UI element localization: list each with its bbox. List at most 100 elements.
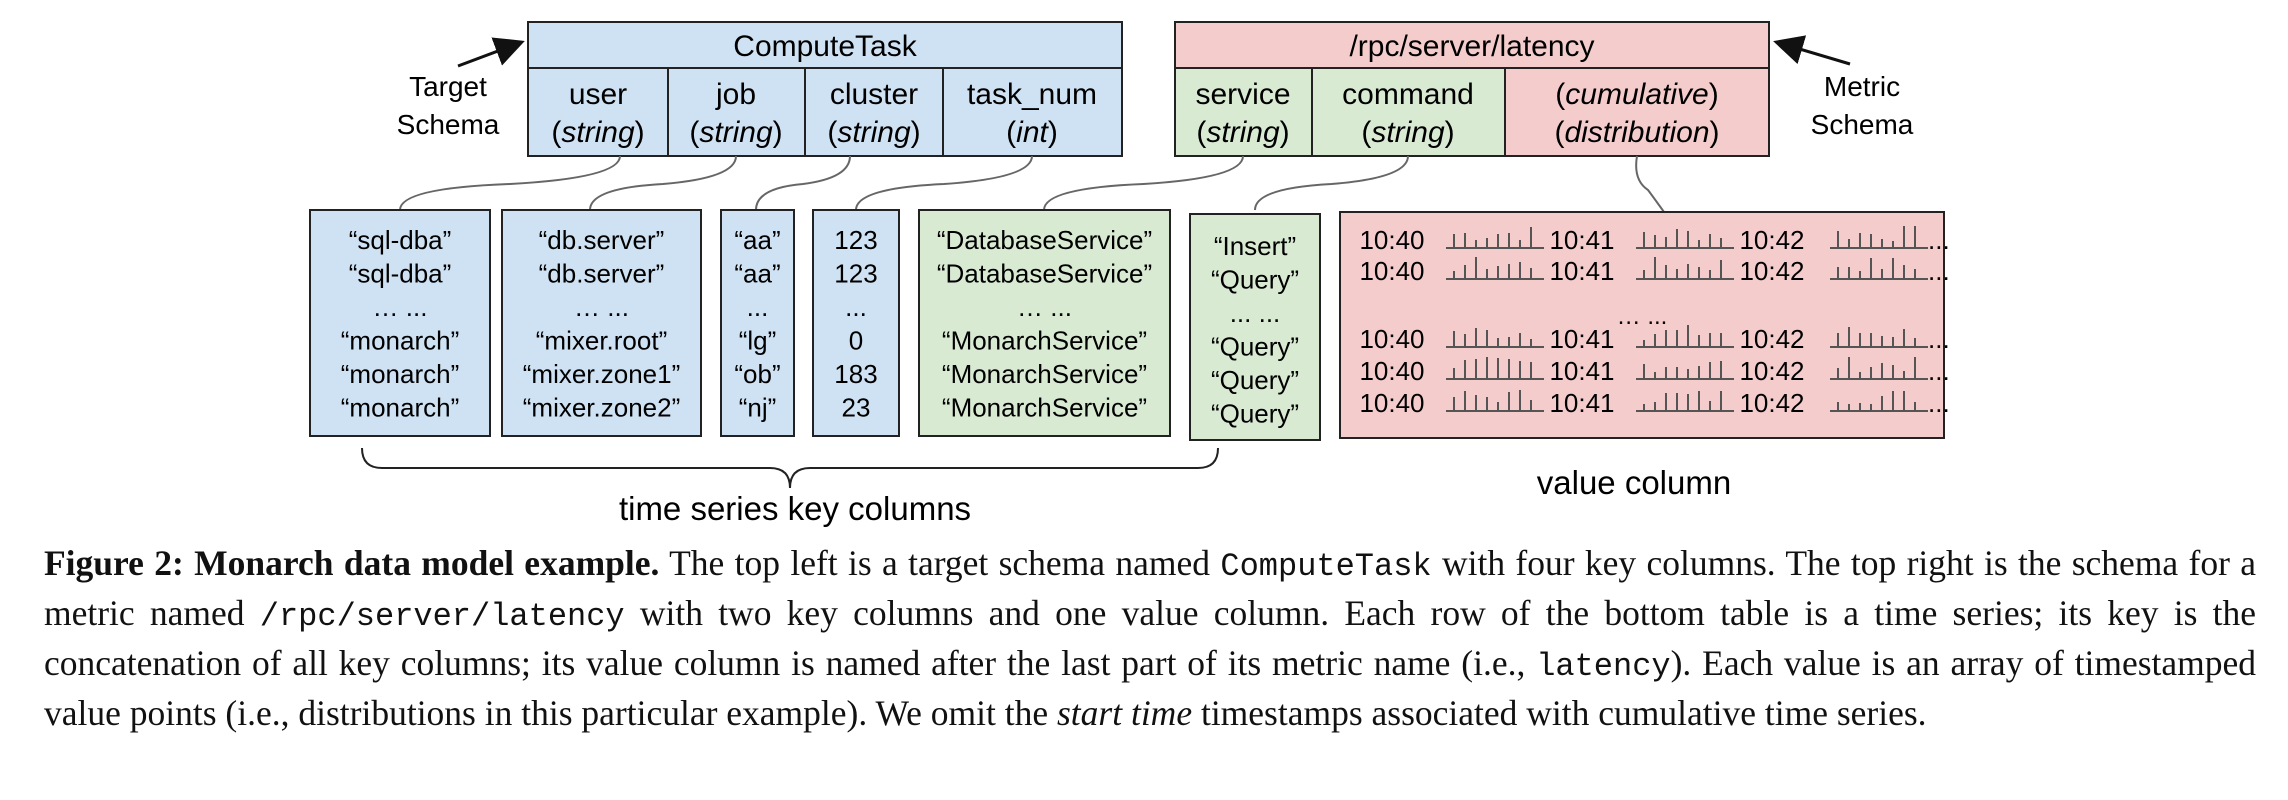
- value-timestamp: 10:40: [1359, 356, 1424, 386]
- column-connector: [1043, 155, 1244, 211]
- key-cell: … ...: [1017, 292, 1072, 322]
- column-connector: [755, 155, 851, 211]
- key-column-1: “sql-dba”“sql-dba”… ...“monarch”“monarch…: [309, 209, 491, 437]
- value-timestamp: 10:41: [1549, 356, 1614, 386]
- figure-title: Monarch data model example.: [194, 543, 660, 583]
- key-cell: 0: [849, 326, 863, 356]
- metric-schema-title-cell: [1174, 21, 1770, 69]
- target-column-type: (string): [827, 116, 920, 149]
- target-schema-columns-row: [527, 67, 1123, 157]
- column-connector: [1635, 155, 1665, 213]
- value-row-ellipsis: ...: [1928, 324, 1950, 354]
- value-timestamp: 10:40: [1359, 225, 1424, 255]
- column-connector: [855, 155, 1033, 211]
- column-connector: [1254, 155, 1409, 211]
- key-cell: “aa”: [734, 225, 780, 255]
- metric-schema-title: /rpc/server/latency: [1349, 30, 1594, 63]
- target-schema-title: ComputeTask: [733, 30, 917, 63]
- target-column-type: (string): [551, 116, 644, 149]
- key-cell: “sql-dba”: [349, 225, 452, 255]
- distribution-sparkline: [1446, 257, 1544, 280]
- value-row-ellipsis: ...: [1928, 388, 1950, 418]
- key-cell: “nj”: [739, 393, 777, 423]
- value-row-ellipsis: ...: [1928, 356, 1950, 386]
- svg-text:(distribution): (distribution): [1554, 116, 1719, 149]
- distribution-sparkline: [1446, 390, 1544, 412]
- metric-schema: /rpc/server/latency service(string)comma…: [1174, 21, 1770, 157]
- distribution-sparkline: [1830, 258, 1928, 280]
- value-timestamp: 10:40: [1359, 324, 1424, 354]
- key-cell: “sql-dba”: [349, 259, 452, 289]
- key-column-5: “DatabaseService”“DatabaseService”… ...“…: [918, 209, 1171, 437]
- key-cell: “Query”: [1211, 365, 1299, 395]
- target-column-name: task_num: [967, 78, 1097, 111]
- svg-text:Schema: Schema: [397, 109, 500, 140]
- data-model-diagram: ComputeTask user(string)job(string)clust…: [309, 21, 1950, 527]
- key-cell: “mixer.root”: [536, 326, 667, 356]
- key-cell: 123: [834, 259, 877, 289]
- key-cell: ... ...: [1230, 298, 1281, 328]
- metric-column-name: command: [1342, 78, 1474, 111]
- key-cell: “Query”: [1211, 265, 1299, 295]
- key-cell: 23: [842, 393, 871, 423]
- value-row-ellipsis: ...: [1928, 225, 1950, 255]
- value-timestamp: 10:42: [1739, 256, 1804, 286]
- value-column-gap: … ...: [1617, 303, 1668, 330]
- figure-caption: Figure 2: Monarch data model example. Th…: [44, 543, 2257, 733]
- value-timestamp: 10:40: [1359, 256, 1424, 286]
- target-column-name: job: [715, 78, 756, 111]
- distribution-sparkline: [1830, 327, 1928, 348]
- target-schema-label: Target Schema: [397, 37, 525, 140]
- distribution-sparkline: [1446, 328, 1544, 348]
- key-columns-brace: [361, 447, 1219, 489]
- distribution-sparkline: [1446, 227, 1544, 249]
- key-columns-label: time series key columns: [619, 490, 971, 527]
- distribution-sparkline: [1830, 391, 1928, 412]
- target-schema-arrow: [457, 37, 525, 68]
- svg-text:Target: Target: [409, 71, 487, 102]
- metric-value-column-header: (cumulative): [1555, 78, 1718, 111]
- key-cell: “mixer.zone1”: [523, 359, 681, 389]
- distribution-sparkline: [1830, 357, 1928, 380]
- target-column-name: cluster: [830, 78, 918, 111]
- target-schema-title-cell: [527, 21, 1123, 69]
- key-column-3: “aa”“aa”...“lg”“ob”“nj”: [720, 209, 795, 437]
- key-cell: “monarch”: [341, 393, 459, 423]
- key-cell: “monarch”: [341, 359, 459, 389]
- target-column-type: (int): [1006, 116, 1058, 149]
- key-cell: “Query”: [1211, 399, 1299, 429]
- time-series-key-columns: “sql-dba”“sql-dba”… ...“monarch”“monarch…: [309, 209, 1321, 441]
- value-timestamp: 10:42: [1739, 388, 1804, 418]
- distribution-sparkline: [1446, 357, 1544, 380]
- distribution-sparkline: [1636, 257, 1734, 280]
- value-timestamp: 10:41: [1549, 225, 1614, 255]
- value-timestamp: 10:41: [1549, 256, 1614, 286]
- distribution-sparkline: [1636, 325, 1734, 348]
- metric-schema-label: Metric Schema: [1773, 35, 1914, 140]
- value-column-label: value column: [1537, 464, 1731, 501]
- distribution-sparkline: [1636, 229, 1734, 249]
- key-cell: ...: [845, 292, 867, 322]
- key-column-2: “db.server”“db.server”… ...“mixer.root”“…: [501, 209, 702, 437]
- key-column-6: “Insert”“Query”... ...“Query”“Query”“Que…: [1189, 213, 1321, 441]
- key-cell: 183: [834, 359, 877, 389]
- key-cell: “MonarchService”: [942, 326, 1147, 356]
- distribution-sparkline: [1636, 391, 1734, 412]
- value-timestamp: 10:40: [1359, 388, 1424, 418]
- key-cell: “ob”: [734, 359, 780, 389]
- column-connector: [589, 155, 737, 211]
- key-cell: “db.server”: [539, 259, 665, 289]
- column-connectors: [399, 155, 1665, 213]
- key-cell: “lg”: [739, 326, 777, 356]
- key-cell: “db.server”: [539, 225, 665, 255]
- svg-text:Schema: Schema: [1811, 109, 1914, 140]
- value-timestamp: 10:42: [1739, 324, 1804, 354]
- value-row: 10:40 10:41 10:42...: [1359, 324, 1949, 354]
- value-timestamp: 10:41: [1549, 324, 1614, 354]
- metric-column-name: service: [1195, 78, 1290, 111]
- key-cell: … ...: [373, 292, 428, 322]
